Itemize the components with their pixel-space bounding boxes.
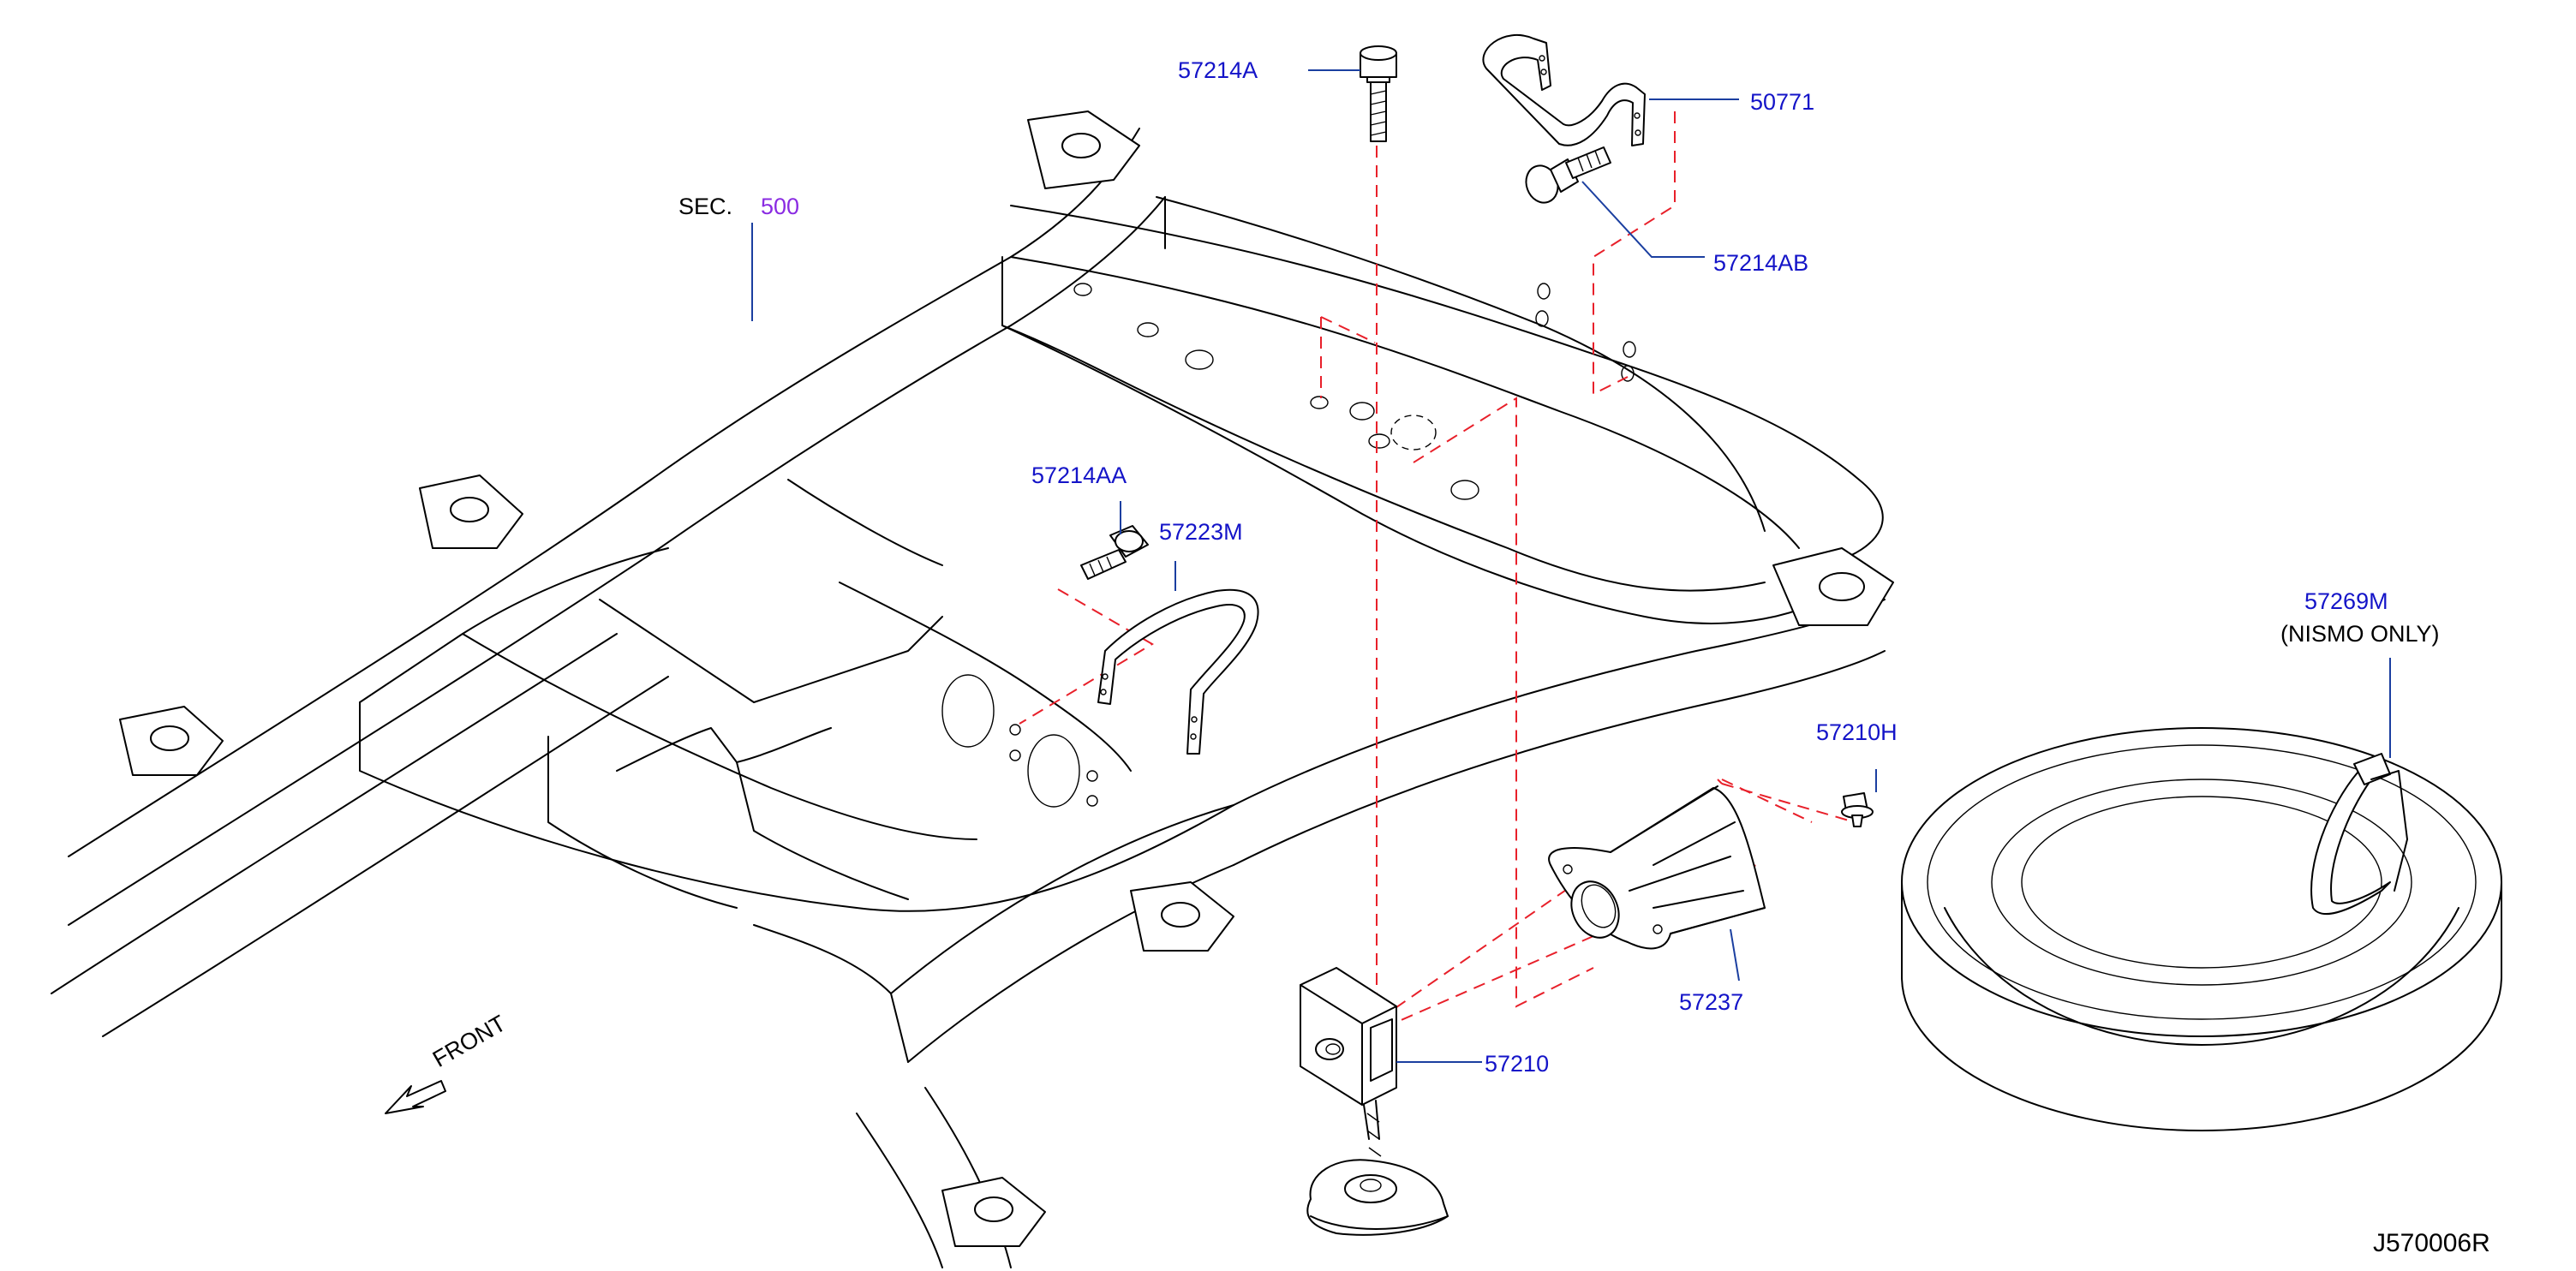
section-number-link[interactable]: 500: [761, 194, 800, 219]
cone-57237-icon: [1548, 785, 1766, 950]
spare-tire-icon: [1901, 727, 2502, 1131]
part-label-57214A[interactable]: 57214A: [1178, 57, 1258, 83]
part-label-57210H[interactable]: 57210H: [1816, 719, 1898, 745]
bolt-57214AB-icon: [1525, 146, 1611, 204]
vehicle-frame: [51, 110, 1894, 1268]
mount-pad: [941, 1177, 1046, 1247]
part-label-57237[interactable]: 57237: [1679, 989, 1744, 1015]
part-label-57210[interactable]: 57210: [1485, 1051, 1550, 1077]
part-label-57223M[interactable]: 57223M: [1159, 519, 1243, 545]
front-arrow-icon: [385, 1080, 446, 1114]
part-label-57214AA[interactable]: 57214AA: [1031, 462, 1127, 488]
winch-57210-icon: [1300, 967, 1449, 1236]
bracket-50771-icon: [1482, 33, 1646, 146]
mount-pad: [119, 706, 224, 776]
part-label-57269M[interactable]: 57269M: [2304, 588, 2388, 614]
section-prefix: SEC.: [678, 194, 733, 219]
bolt-57214AA-icon: [1080, 525, 1149, 580]
part-label-50771[interactable]: 50771: [1750, 89, 1815, 115]
mount-pad: [1130, 881, 1234, 952]
diagram-code: J570006R: [2373, 1229, 2490, 1257]
strap-57269M-icon: [2310, 753, 2408, 916]
part-label-57214AB[interactable]: 57214AB: [1713, 250, 1809, 276]
mount-pad: [1027, 110, 1140, 189]
bolt-57214A-icon: [1360, 45, 1397, 142]
part-note-nismo: (NISMO ONLY): [2280, 621, 2440, 647]
leader-lines: [751, 69, 2391, 1063]
bracket-57223M-icon: [1097, 588, 1259, 755]
clip-57210H-icon: [1841, 792, 1874, 827]
mount-pad: [419, 474, 523, 549]
mount-pad: [1772, 547, 1894, 626]
